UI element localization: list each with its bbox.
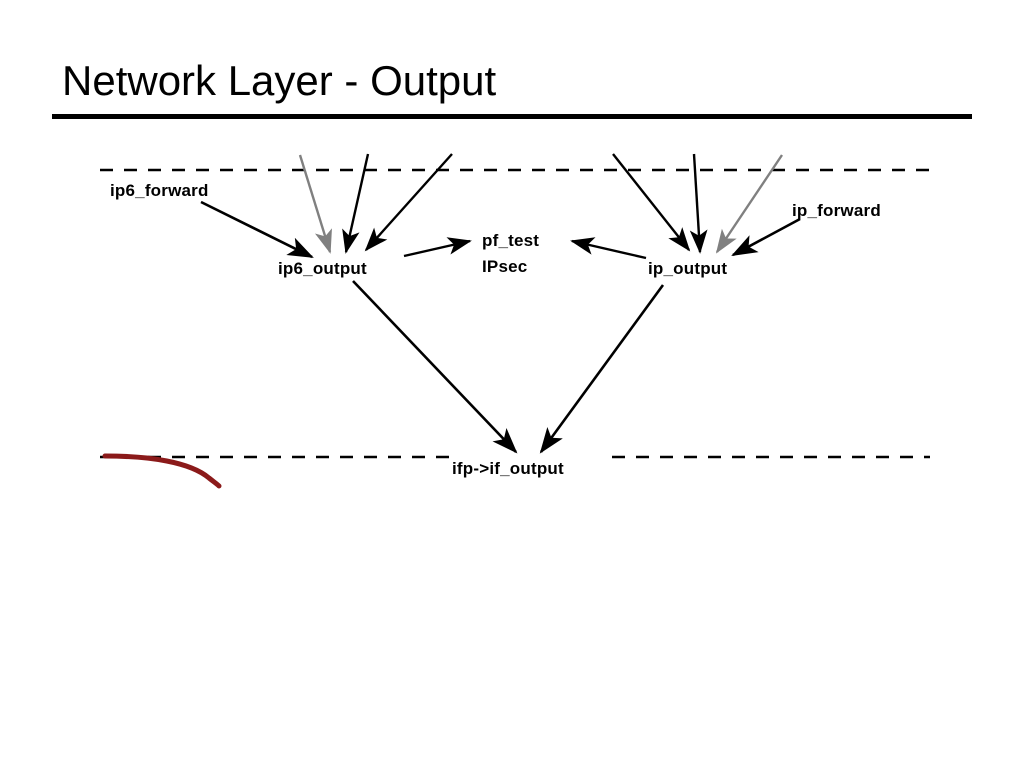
- edge-ip6-output-to-ifp-if-output: [352, 280, 518, 454]
- edge-above-to-ip6-output-a: [342, 153, 370, 254]
- node-label-ip6-output: ip6_output: [278, 259, 367, 278]
- node-label-ipsec: IPsec: [482, 257, 528, 276]
- edge-ip-output-to-pf-test: [570, 237, 647, 260]
- edge-above-to-ip6-output-gray: [298, 154, 332, 254]
- edge-above-to-ip6-output-b: [364, 153, 453, 252]
- page-title: Network Layer - Output: [62, 57, 497, 104]
- edge-above-to-ip-output-a: [612, 153, 691, 252]
- node-label-ifp-if-output: ifp->if_output: [452, 459, 564, 478]
- edge-above-to-ip-output-b: [689, 153, 708, 254]
- edge-ip6-output-to-pf-test: [403, 237, 472, 258]
- highlight-curve: [102, 453, 222, 489]
- node-label-ip6-forward: ip6_forward: [110, 181, 209, 200]
- node-label-ip-forward: ip_forward: [792, 201, 881, 220]
- node-label-ip-output: ip_output: [648, 259, 728, 278]
- edge-ip-forward-to-ip-output: [731, 217, 801, 257]
- node-label-pf-test: pf_test: [482, 231, 540, 250]
- edge-ip6-forward-to-ip6-output: [200, 200, 314, 259]
- title-underline-rule: [52, 114, 972, 119]
- edge-above-to-ip-output-gray: [715, 154, 783, 254]
- edge-ip-output-to-ifp-if-output: [539, 284, 665, 454]
